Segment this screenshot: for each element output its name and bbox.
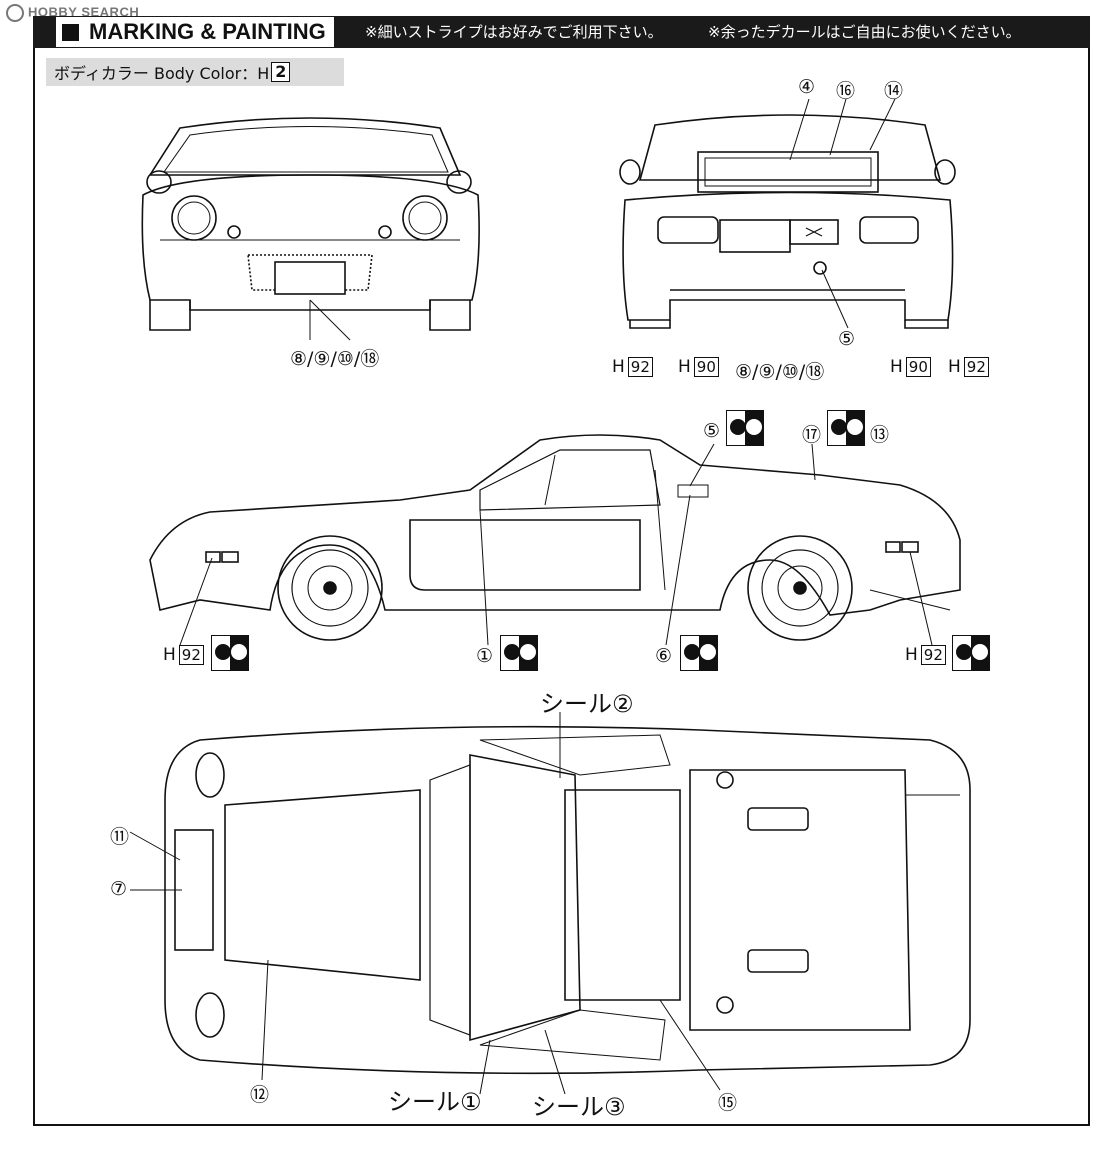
rear-callout-14: ⑭ [884,80,904,102]
rear-callout-4: ④ [798,76,816,98]
seal-2-label: シール② [540,690,634,718]
seal-1-label: シール① [388,1088,482,1116]
black-white-dot-icon [726,410,764,446]
body-color-code: 2 [271,62,291,82]
side-callout-13: ⑬ [870,424,890,446]
hobby-search-logo-icon [6,4,24,22]
side-callout-1: ① [476,645,494,667]
top-callout-15: ⑮ [718,1092,738,1114]
seal-3-label: シール③ [532,1093,626,1121]
side-callout-17: ⑰ [802,424,822,446]
black-white-dot-icon [500,635,538,671]
section-title: MARKING & PAINTING [56,17,334,47]
rear-callout-bottom: ⑧/⑨/⑩/⑱ [735,361,825,383]
stripe-note: ※細いストライプはお好みでご利用下さい。 [365,23,663,41]
black-white-dot-icon [952,635,990,671]
top-callout-12: ⑫ [250,1084,270,1106]
front-callout: ⑧/⑨/⑩/⑱ [290,348,380,370]
black-white-dot-icon [680,635,718,671]
side-view-drawing [149,434,961,641]
black-white-dot-icon [827,410,865,446]
rear-callout-5: ⑤ [838,328,856,350]
side-callout-6: ⑥ [655,645,673,667]
rear-callout-16: ⑯ [836,80,856,102]
black-white-dot-icon [211,635,249,671]
side-callout-5: ⑤ [703,420,721,442]
decal-note: ※余ったデカールはご自由にお使いください。 [708,23,1021,41]
rear-view-drawing [619,114,956,329]
front-view-drawing [141,117,480,340]
top-callout-11: ⑪ [110,826,130,848]
square-bullet-icon [62,23,79,41]
top-view-drawing [164,725,971,1075]
watermark: HOBBY SEARCH [6,4,139,22]
top-callout-7: ⑦ [110,878,128,900]
leader-lines [129,98,933,1095]
